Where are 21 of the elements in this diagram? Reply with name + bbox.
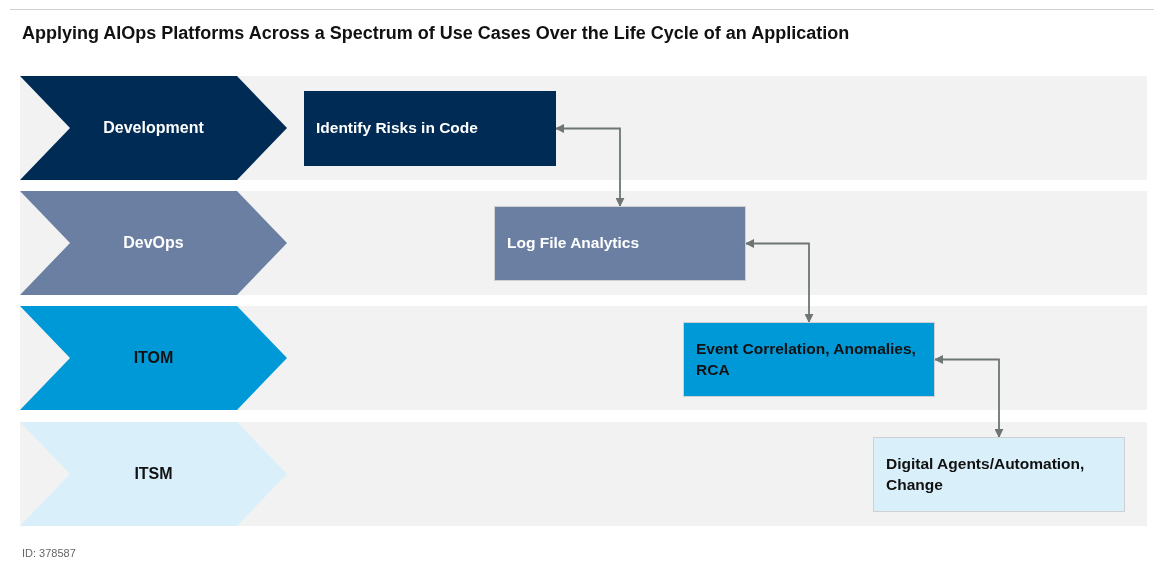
connector-arrow (555, 124, 625, 207)
connector-arrow (934, 355, 1004, 438)
use-case-box (873, 437, 1125, 512)
connector-arrow (745, 239, 814, 323)
phase-tab (20, 191, 287, 295)
use-case-text: Identify Risks in Code (316, 118, 478, 139)
phase-label: ITOM (132, 348, 175, 368)
use-case-box (304, 91, 556, 166)
use-case-text: Event Correlation, Anomalies, RCA (696, 338, 917, 380)
diagram-title: Applying AIOps Platforms Across a Spectrum of Use Cases Over the Life Cycle of an Application (22, 23, 850, 44)
phase-label: ITSM (133, 464, 174, 484)
use-case-text: Digital Agents/Automation, Change (886, 453, 1086, 495)
phase-tab (20, 306, 287, 410)
phase-label: DevOps (122, 233, 185, 253)
phase-tab (20, 422, 287, 526)
phase-tab (20, 76, 287, 180)
use-case-text: Log File Analytics (507, 233, 640, 254)
footnote-text: ID: 378587 (22, 547, 76, 559)
use-case-box (683, 322, 935, 397)
phase-label: Development (102, 118, 205, 138)
use-case-box (494, 206, 746, 281)
